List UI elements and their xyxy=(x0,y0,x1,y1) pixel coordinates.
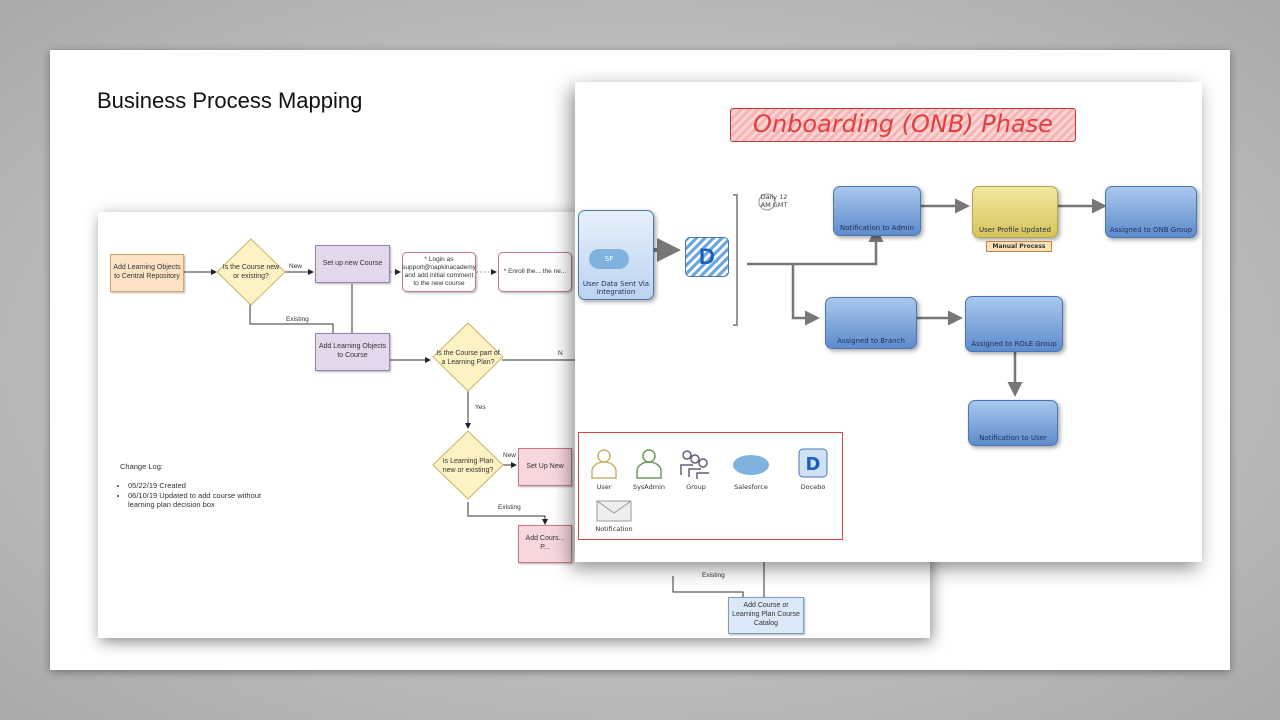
group-icon xyxy=(680,450,709,479)
label-new: New xyxy=(289,263,303,270)
node-label: Assigned to ONB Group xyxy=(1109,226,1193,234)
legend-group: Group xyxy=(686,483,706,491)
sysadmin-icon xyxy=(636,449,662,479)
schedule-label: Daily 12 AM GMT xyxy=(760,193,788,209)
node-label: Notification to User xyxy=(979,434,1047,442)
node-profile-updated: User Profile Updated xyxy=(972,186,1058,238)
node-label: Assigned to Branch xyxy=(837,337,905,345)
onboarding-diagram: Onboarding (ONB) Phase Daily 12 AM GMT S… xyxy=(575,82,1202,562)
legend-docebo: Docebo xyxy=(800,483,826,491)
change-log-item: 06/10/19 Updated to add course without l… xyxy=(128,491,268,510)
change-log: Change Log: 05/22/19 Created 06/10/19 Up… xyxy=(120,462,268,510)
change-log-title: Change Log: xyxy=(120,462,163,471)
note-enroll: * Enroll the... the ne... xyxy=(498,252,572,292)
node-label: Assigned to ROLE Group xyxy=(971,340,1057,348)
node-onb-group: Assigned to ONB Group xyxy=(1105,186,1197,238)
label-no: N xyxy=(558,350,563,357)
decision-part-of-lp xyxy=(432,322,504,392)
label-yes: Yes xyxy=(475,404,486,411)
node-branch: Assigned to Branch xyxy=(825,297,917,349)
legend: D User SysAdmin Group Salesforce Docebo … xyxy=(578,432,843,540)
node-label: User Profile Updated xyxy=(979,226,1051,234)
node-user-data: SF User Data Sent Via Integration xyxy=(578,210,654,300)
legend-icons: D xyxy=(591,448,828,522)
legend-sysadmin: SysAdmin xyxy=(632,483,666,491)
node-setup-course: Set up new Course xyxy=(315,245,390,283)
docebo-legend-icon xyxy=(798,448,828,478)
docebo-icon: D xyxy=(685,237,729,277)
legend-notification: Notification xyxy=(595,525,633,533)
node-user-data-label: User Data Sent Via Integration xyxy=(582,280,650,296)
decision-part-of-lp-text: Is the Course part of a Learning Plan? xyxy=(436,350,500,366)
legend-user: User xyxy=(596,483,612,491)
node-catalog: Add Course or Learning Plan Course Catal… xyxy=(728,597,804,634)
node-add-lo-course: Add Learning Objects to Course xyxy=(315,333,390,371)
legend-salesforce: Salesforce xyxy=(734,483,768,491)
decision-lp-new-text: Is Learning Plan new or existing? xyxy=(442,458,494,474)
onboarding-title: Onboarding (ONB) Phase xyxy=(730,108,1076,142)
node-add-lo-repo: Add Learning Objects to Central Reposito… xyxy=(110,254,184,292)
node-notify-admin: Notification to Admin xyxy=(833,186,921,236)
slide-title: Business Process Mapping xyxy=(97,88,363,113)
note-login: * Login as support@napkinacademy and add… xyxy=(402,252,476,292)
node-label: Notification to Admin xyxy=(840,224,914,232)
node-role-group: Assigned to ROLE Group xyxy=(965,296,1063,352)
label-existing: Existing xyxy=(286,316,309,323)
label-existing-2: Existing xyxy=(498,504,521,511)
decision-course-new-text: Is the Course new or existing? xyxy=(222,264,280,280)
label-new-2: New xyxy=(503,452,517,459)
decision-lp-new xyxy=(432,430,504,500)
decision-course-new xyxy=(216,238,286,306)
docebo-letter: D xyxy=(806,454,821,475)
salesforce-cloud-icon: SF xyxy=(589,249,629,269)
salesforce-icon xyxy=(733,455,769,475)
node-setup-new: Set Up New xyxy=(518,448,572,486)
node-add-course-p: Add Cours... P... xyxy=(518,525,572,563)
user-icon xyxy=(591,449,617,479)
node-notify-user: Notification to User xyxy=(968,400,1058,446)
change-log-item: 05/22/19 Created xyxy=(128,481,268,490)
manual-process-tag: Manual Process xyxy=(986,241,1052,252)
label-existing-3: Existing xyxy=(702,572,725,579)
notification-icon xyxy=(596,500,632,522)
